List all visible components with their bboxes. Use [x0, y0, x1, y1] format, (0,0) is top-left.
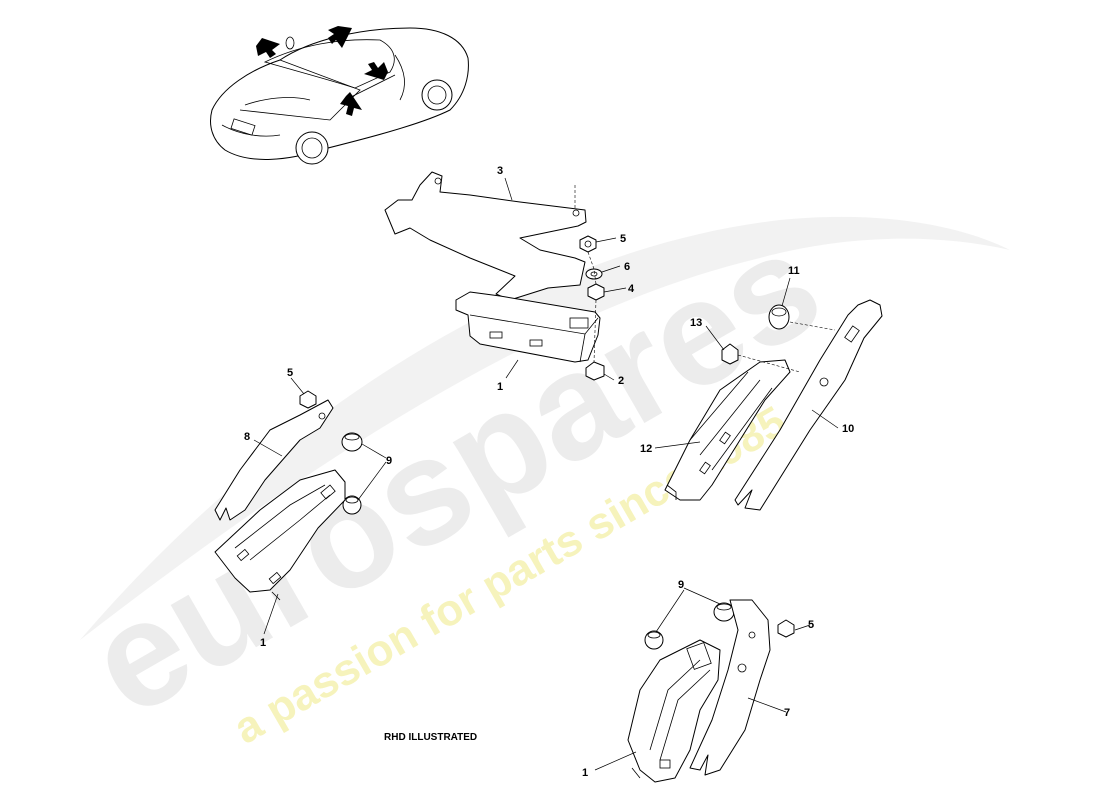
callout-5: 5: [287, 367, 293, 379]
grommet-9-lower-a: [713, 602, 735, 622]
car-locator-illustration: [210, 26, 469, 165]
callout-1: 1: [497, 381, 503, 393]
grommet-9-left-upper: [341, 432, 363, 452]
callout-9: 9: [678, 579, 684, 591]
nut-4: [587, 283, 605, 301]
bracket-3: [384, 171, 587, 301]
location-arrow: [328, 26, 352, 48]
callout-4: 4: [628, 283, 635, 295]
callout-3: 3: [497, 165, 503, 177]
location-arrow: [256, 38, 280, 58]
callout-13: 13: [690, 317, 702, 329]
callout-8: 8: [244, 431, 250, 443]
nut-5-left: [299, 390, 317, 409]
location-arrow: [364, 62, 388, 80]
callout-10: 10: [842, 423, 854, 435]
location-arrow: [340, 92, 362, 116]
callout-5: 5: [620, 233, 626, 245]
module-1-lower: [627, 639, 721, 783]
grommet-9-lower-b: [644, 630, 664, 650]
washer-6: [585, 268, 603, 280]
module-12: [664, 354, 801, 501]
callout-2: 2: [618, 375, 624, 387]
callouts: 3 5 6 4 2 1 11 13 10 12 5 8 9 1 9 5 7 1: [244, 165, 854, 779]
callout-1: 1: [260, 637, 266, 649]
bracket-10: [734, 299, 883, 511]
callout-1: 1: [582, 767, 588, 779]
nut-5-lower: [777, 619, 795, 638]
callout-7: 7: [784, 707, 790, 719]
callout-5: 5: [808, 619, 814, 631]
clip-13: [721, 343, 739, 365]
nut-5: [579, 235, 597, 253]
callout-6: 6: [624, 261, 630, 273]
callout-11: 11: [788, 265, 800, 277]
module-1-left: [214, 469, 346, 601]
grommet-9-left-lower: [342, 495, 362, 515]
watermark-swoosh: [80, 216, 1010, 641]
callout-12: 12: [640, 443, 652, 455]
module-1-upper: [455, 291, 601, 363]
rhd-illustrated-note: RHD ILLUSTRATED: [384, 732, 477, 743]
grommet-11: [768, 304, 790, 330]
callout-9: 9: [386, 455, 392, 467]
bracket-7: [689, 599, 771, 776]
leader-lines: [253, 177, 839, 771]
